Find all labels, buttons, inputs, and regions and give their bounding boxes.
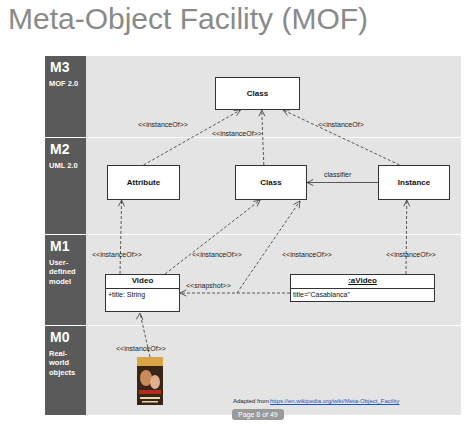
edge-label: <<instanceOf>> [92,251,142,258]
layer-name: UML 2.0 [49,161,84,170]
layer-band: M1User-defined modelVideo+title: String:… [45,235,461,325]
edge-label: <<instanceOf> [318,121,364,128]
layer-band: M3MOF 2.0Class [45,56,461,137]
edge-label: <<instanceOf>> [212,130,262,137]
arrow-head [253,200,260,206]
instance-arrow [404,200,410,274]
slide-title: Meta-Object Facility (MOF) [8,4,368,34]
arrow-head [118,200,124,206]
arrow-head [234,110,241,116]
edge-label: classifier [324,171,351,178]
connector-line [262,110,264,165]
instance-arrow [283,110,400,165]
edge-label: <<instanceOf>> [138,121,188,128]
connector-line [180,293,290,294]
note-text: <<instanceOf>> [116,345,166,352]
layer-name: MOF 2.0 [49,79,84,88]
class-box: Attribute [107,165,180,200]
arrow-head [259,110,265,116]
connector-line [406,200,408,274]
class-name: Instance [398,178,430,187]
instance-arrow [144,110,241,165]
arrow-head [307,179,313,185]
edge-label: <<instanceOf>> [386,251,436,258]
source-link: https://en.wikipedia.org/wiki/Meta-Objec… [270,398,399,404]
connector-line [283,110,400,165]
class-box: Class [235,165,307,200]
class-name: Class [260,178,281,187]
arrow-head [404,200,410,206]
layer-id: M2 [50,142,69,156]
layer-id: M0 [50,330,69,344]
instance-arrow [259,110,265,165]
arrow-head [283,110,290,116]
uml-class-box: Video+title: String [105,274,180,312]
instance-arrow [165,200,260,274]
class-name: :aVideo [291,275,434,289]
instance-arrow [118,200,124,274]
layer-id: M1 [50,239,69,253]
class-box: Instance [378,165,450,200]
connector-line [144,110,241,165]
connector-line [120,200,122,274]
class-name: Video [106,275,179,289]
edge-label: <<instanceOf>> [192,251,242,258]
edge-label: <<snapshot>> [186,282,231,289]
note-text: Adapted from [233,398,269,404]
attribute-text: +title: String [106,289,179,301]
layer-name: Real-world objects [49,349,84,377]
page-number: Page 8 of 49 [232,409,284,420]
instance-arrow [180,290,290,296]
note-text: <<instanceOf>> [282,251,332,258]
connector-line [307,182,378,183]
association-arrow [307,179,378,185]
arrow-head [180,290,186,296]
attribute-text: title="Casablanca" [291,289,434,301]
class-name: Attribute [127,178,160,187]
layer-name: User-defined model [49,258,84,286]
layer-id: M3 [50,60,69,74]
connector-line [165,200,260,274]
class-name: Class [247,89,268,98]
class-box: Class [215,77,300,110]
uml-class-box: :aVideotitle="Casablanca" [290,274,435,302]
layer-band: M2UML 2.0Attribute Class Instance [45,138,461,234]
